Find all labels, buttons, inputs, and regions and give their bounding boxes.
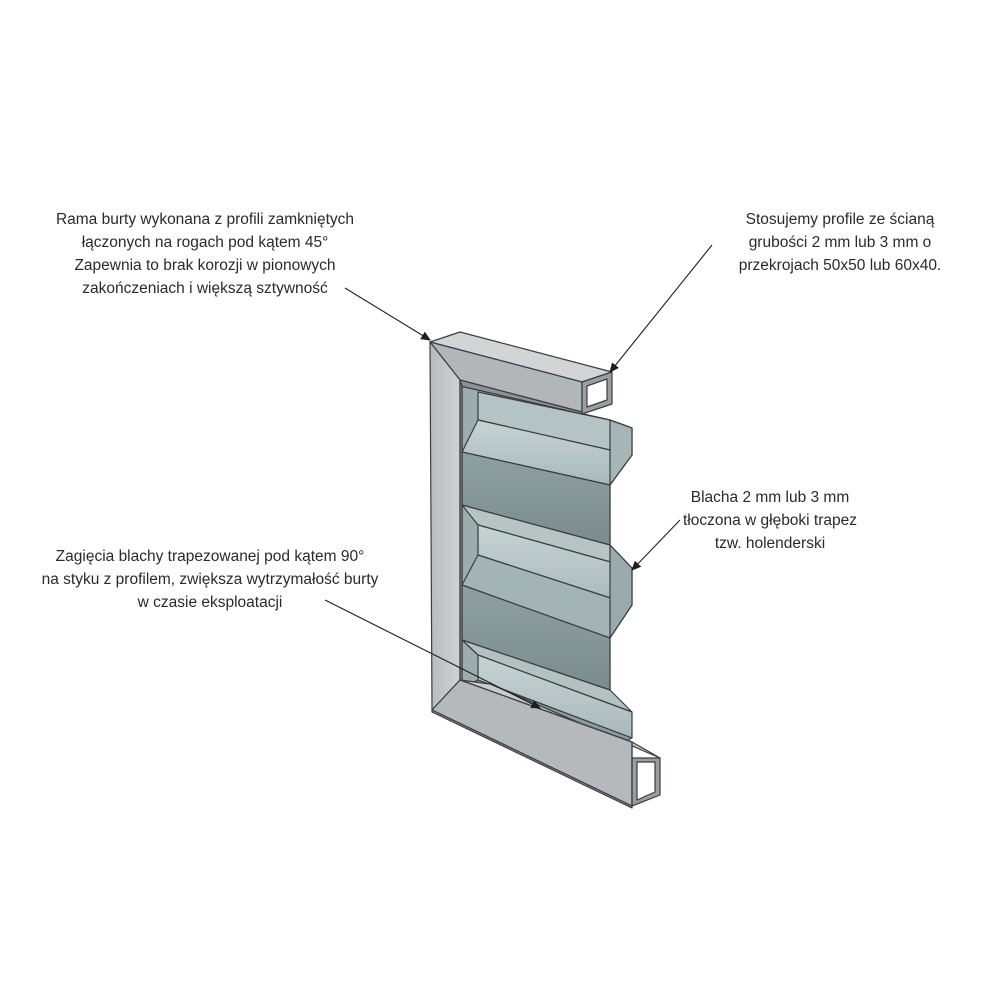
annotation-bend: Zagięcia blachy trapezowanej pod kątem 9… [10,545,410,614]
annotation-frame-line: łączonych na rogach pod kątem 45° [81,234,329,251]
annotation-profile: Stosujemy profile ze ścianą grubości 2 m… [690,208,990,277]
leader-profile [609,244,713,373]
leader-bend [324,599,541,709]
frame-top-profile [429,331,613,415]
leader-frame [344,287,431,341]
annotation-profile-line: grubości 2 mm lub 3 mm o [748,234,932,251]
annotation-frame: Rama burty wykonana z profili zamkniętyc… [20,208,390,300]
annotation-frame-line: zakończeniach i większą sztywność [82,280,328,297]
annotation-sheet-line: tzw. holenderski [714,535,826,552]
annotation-frame-line: Rama burty wykonana z profili zamkniętyc… [55,211,355,228]
leader-sheet [631,519,681,571]
frame-bottom-profile [431,679,661,809]
annotation-bend-line: na styku z profilem, zwiększa wytrzymało… [41,571,379,588]
frame-vertical-profile [429,341,463,711]
annotation-frame-line: Zapewnia to brak korozji w pionowych [74,257,336,274]
annotation-bend-line: Zagięcia blachy trapezowanej pod kątem 9… [55,548,365,565]
leader-lines [324,244,713,709]
annotation-bend-line: w czasie eksploatacji [137,594,283,611]
annotation-profile-line: przekrojach 50x50 lub 60x40. [738,257,942,274]
annotation-profile-line: Stosujemy profile ze ścianą [745,211,935,228]
annotation-sheet: Blacha 2 mm lub 3 mm tłoczona w głęboki … [640,486,900,555]
annotation-sheet-line: Blacha 2 mm lub 3 mm [690,489,850,506]
annotation-sheet-line: tłoczona w głęboki trapez [682,512,858,529]
